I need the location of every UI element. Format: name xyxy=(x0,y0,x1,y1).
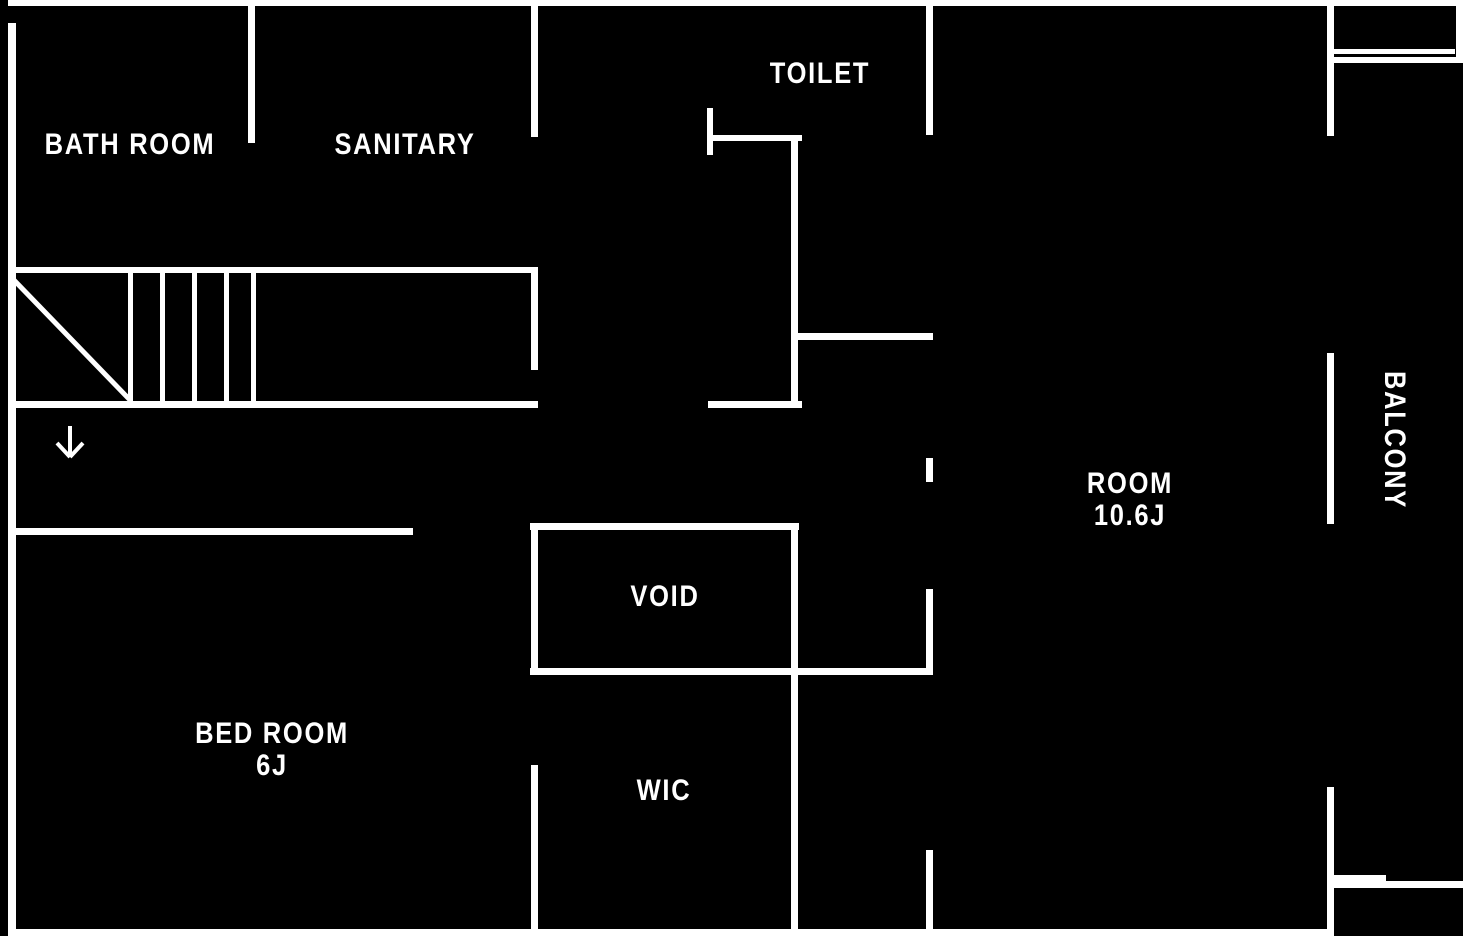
wall-segment xyxy=(1456,0,1463,62)
wall-segment xyxy=(926,589,933,670)
stair-tread xyxy=(251,273,256,401)
wall-segment xyxy=(926,850,933,936)
wall-segment xyxy=(707,108,713,155)
room-label-wic: WIC xyxy=(636,774,692,807)
wall-segment xyxy=(1327,353,1334,524)
wall-segment xyxy=(8,0,1463,6)
wall-segment xyxy=(708,401,802,408)
wall-segment xyxy=(791,523,798,936)
wall-segment xyxy=(531,5,538,137)
room-label-sanitary: SANITARY xyxy=(334,128,476,161)
stairs-down-arrow-icon xyxy=(68,441,85,459)
wall-segment xyxy=(791,135,798,405)
stair-tread xyxy=(224,273,229,401)
room-label-room-name: ROOM xyxy=(1086,467,1174,500)
stair-tread xyxy=(160,273,165,401)
room-label-bedroom: BED ROOM 6J xyxy=(195,718,349,782)
wall-segment xyxy=(531,765,538,936)
stair-diagonal-line xyxy=(8,274,132,402)
wall-segment xyxy=(1327,787,1334,936)
wall-segment xyxy=(926,458,933,482)
wall-segment xyxy=(8,929,1334,936)
room-label-toilet: TOILET xyxy=(769,57,871,90)
room-label-bedroom-name: BED ROOM xyxy=(195,717,349,750)
wall-segment xyxy=(926,5,933,135)
wall-segment xyxy=(710,135,802,141)
wall-segment xyxy=(530,523,799,530)
wall-segment xyxy=(1334,881,1463,888)
wall-segment xyxy=(531,523,538,675)
wall-segment xyxy=(8,267,538,273)
wall-segment xyxy=(8,401,538,408)
wall-segment xyxy=(1334,49,1455,54)
wall-segment xyxy=(8,23,16,936)
wall-segment xyxy=(1334,875,1386,881)
wall-segment xyxy=(8,528,413,535)
stairs-down-arrow-icon xyxy=(55,441,72,459)
wall-segment xyxy=(531,272,538,370)
room-label-bedroom-size: 6J xyxy=(256,749,288,782)
stair-tread xyxy=(128,273,133,401)
room-label-room-size: 10.6J xyxy=(1093,499,1167,532)
room-label-bathroom: BATH ROOM xyxy=(44,128,216,161)
wall-segment xyxy=(798,333,933,340)
room-label-room: ROOM 10.6J xyxy=(1087,468,1173,532)
wall-segment xyxy=(530,668,933,675)
stair-tread xyxy=(192,273,197,401)
wall-segment xyxy=(1327,5,1334,136)
wall-segment xyxy=(1334,57,1463,63)
wall-segment xyxy=(248,5,255,143)
room-label-void: VOID xyxy=(630,580,700,613)
